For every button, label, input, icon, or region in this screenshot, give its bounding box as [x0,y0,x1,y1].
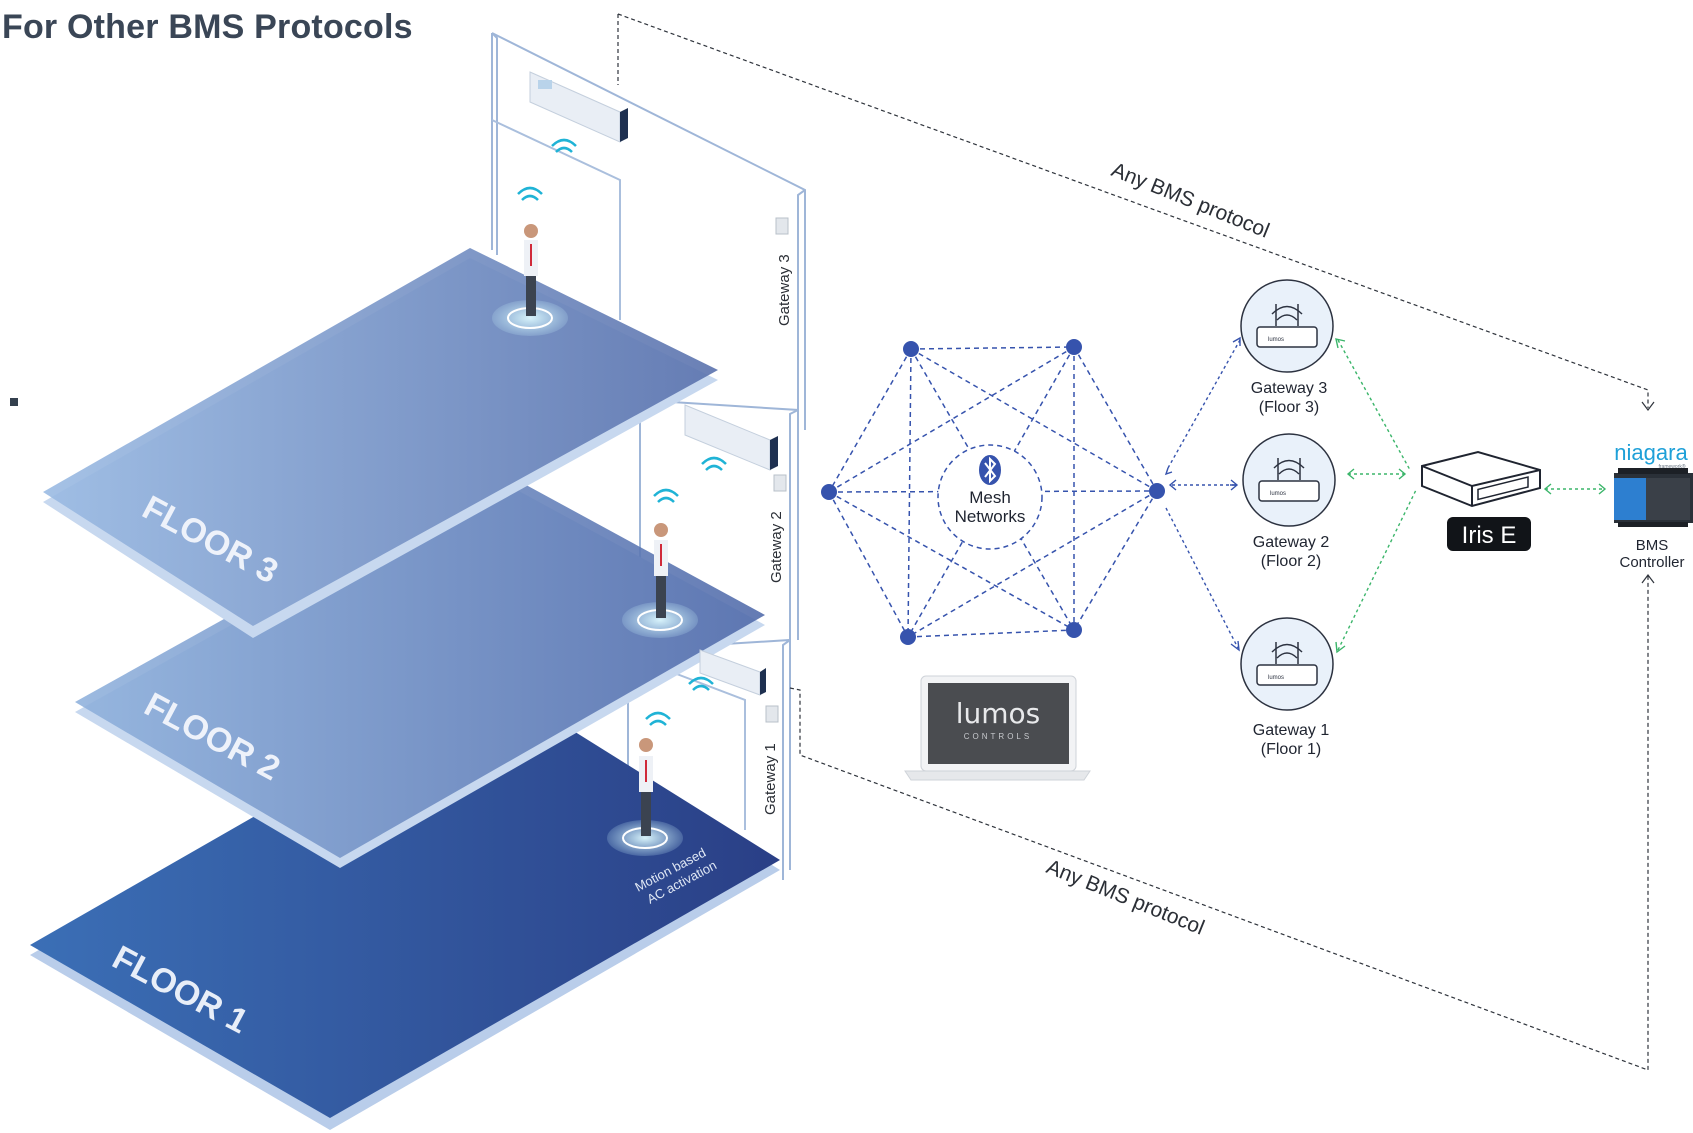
niagara-logo-sub: framework® [1658,463,1685,470]
person-floor-1 [607,738,683,856]
gateway-2-floor: (Floor 2) [1261,553,1321,570]
mesh-gateway-arrowheads [1164,336,1241,652]
wall-gateway-1-device [765,705,779,723]
arrow-into-bms-bottom [1641,574,1655,584]
person-floor-3 [492,224,568,336]
gateway-1-floor: (Floor 1) [1261,741,1321,758]
mesh-hub-circle [937,444,1043,550]
mesh-node [1066,622,1082,638]
mesh-gateway-links [1165,339,1241,649]
laptop-brand-sub: CONTROLS [964,732,1032,741]
wall-gateway-3-label: Gateway 3 [776,254,793,326]
mesh-node [821,484,837,500]
mesh-node [903,341,919,357]
ac-unit-floor-3 [529,71,628,143]
gateway-1-device-label: lumos [1268,675,1284,681]
bms-controller-icon [1614,468,1693,527]
gateway-3-icon [1240,279,1334,373]
bms-protocol-links [617,13,1649,1071]
bms-label-line-1: BMS [1636,537,1669,554]
wall-gateway-2-device [773,474,787,492]
mesh-label-line-2: Networks [955,507,1026,526]
mesh-label-line-1: Mesh [969,488,1011,507]
floor-3-slab [43,248,718,638]
iris-e-device-icon [1421,450,1541,508]
ac-unit-floor-1 [699,649,766,696]
ac-unit-floor-2 [684,404,778,471]
wall-gateway-1-label: Gateway 1 [762,743,779,815]
laptop-icon [904,675,1091,781]
person-floor-2 [622,523,698,638]
protocol-label-top: Any BMS protocol [1108,158,1272,242]
gateway-iris-arrowheads [1335,338,1607,654]
gateway-3-name: Gateway 3 [1251,380,1328,397]
iris-e-label: Iris E [1462,522,1517,549]
gateway-2-device-label: lumos [1270,491,1286,497]
bullet-marker [10,398,18,406]
gateway-2-name: Gateway 2 [1253,534,1330,551]
wifi-icon [517,138,727,726]
iris-e-badge [1447,517,1531,551]
gateway-3-device-label: lumos [1268,337,1284,343]
gateway-2-icon [1242,433,1336,527]
mesh-node [900,629,916,645]
mesh-nodes [821,339,1165,645]
floor-2-slab [75,468,765,868]
gateway-iris-links [1337,339,1605,651]
mesh-node [1149,483,1165,499]
niagara-logo: niagara [1614,440,1688,465]
wall-gateway-3-device [775,217,789,235]
wall-gateway-2-label: Gateway 2 [768,511,785,583]
gateway-3-floor: (Floor 3) [1259,399,1319,416]
gateway-1-name: Gateway 1 [1253,722,1330,739]
mesh-links [828,346,1158,638]
bluetooth-icon [979,455,1001,485]
mesh-node [1066,339,1082,355]
laptop-brand: lumos [956,697,1041,730]
page-title: For Other BMS Protocols [2,8,413,46]
gateway-1-icon [1240,617,1334,711]
arrow-into-bms-top [1641,401,1655,411]
bms-label-line-2: Controller [1619,554,1684,571]
floor-1-slab [30,680,780,1130]
